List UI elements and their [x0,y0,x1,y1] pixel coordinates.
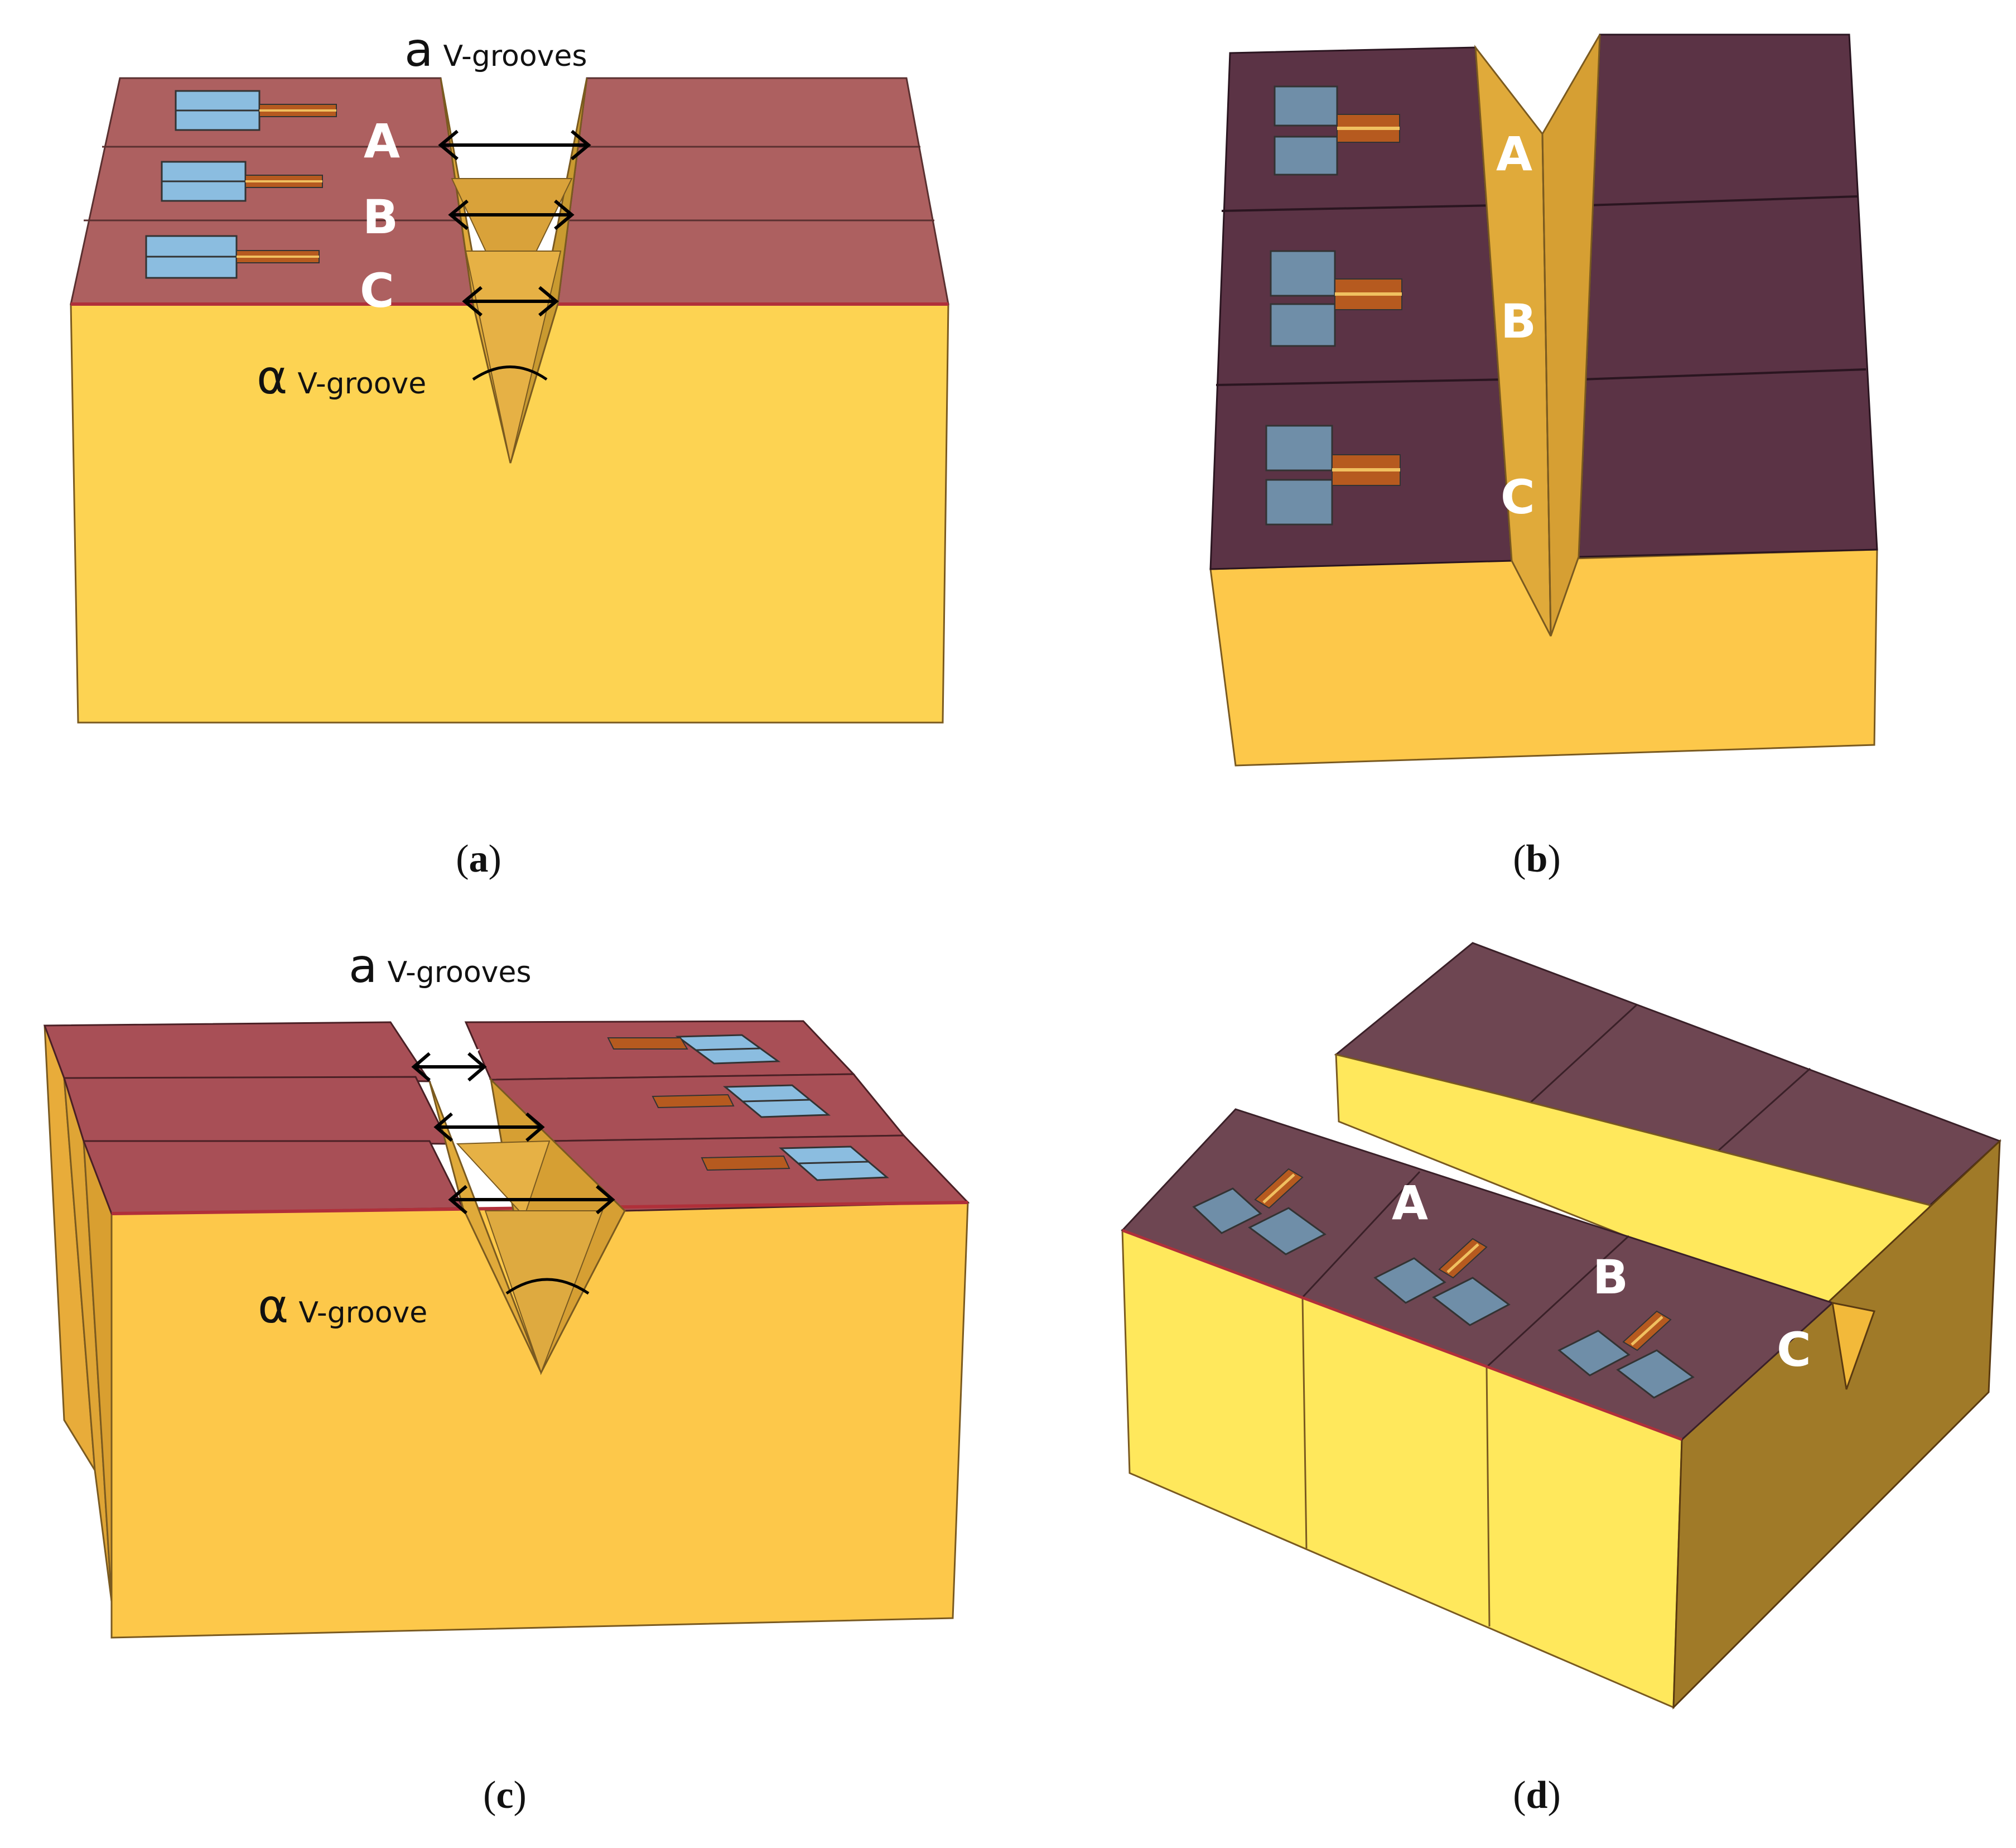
panel-b-top-right [1578,33,1878,558]
panel-d-label-B: B [1593,1250,1628,1305]
panel-d-label-A: A [1392,1176,1428,1230]
panel-d-front-top-divider-2 [1486,1235,1630,1368]
panel-c-groove-opening [424,1049,480,1094]
panel-a-sensor-3 [145,235,320,279]
panel-b-row-line-3 [1586,195,1858,206]
panel-b-sensor-1 [1274,85,1400,176]
panel-b-row-line-1 [1221,204,1496,212]
panel-a-sensor-1 [175,90,337,131]
panel-c-caption: (c) [483,1774,527,1817]
panel-a-label-C: C [360,263,394,318]
panel-d-groove-notch [1831,1302,1875,1390]
panel-b-caption: (b) [1513,838,1561,880]
panel-d-sensor-2 [1373,1238,1511,1326]
panel-d-caption: (d) [1513,1774,1561,1817]
panel-c-groove-deep [484,1210,604,1374]
panel-b: A B C (b) [1209,33,1878,880]
panel-b-sensor-3 [1265,425,1401,526]
panel-c-angle-arc [505,1278,590,1295]
panel-a-label-A: A [364,114,400,169]
panel-a-angle-arc [472,365,548,381]
panel-c-groove-inner [456,1140,551,1217]
panel-c-sensor-3 [701,1146,889,1181]
panel-b-row-line-2 [1216,378,1507,386]
panel-d-sensor-1 [1192,1168,1327,1255]
panel-b-substrate-front [1209,548,1878,767]
panel-c-width-arrows [411,1052,615,1215]
panel-b-row-line-4 [1581,368,1867,381]
panel-c-top-left-2 [62,1076,451,1145]
panel-c-sensor-1 [607,1034,781,1065]
panel-a-caption: (a) [456,838,501,880]
panel-a-groove-inner-1 [451,178,573,306]
panel-d-front-divider-2 [1486,1366,1491,1627]
panel-a-groove-opening [446,84,580,220]
panel-d-edge-strip [1122,1229,1682,1441]
panel-c-top-left-3 [82,1140,465,1215]
panel-c-top-right-1 [464,1020,856,1081]
panel-d-right-side [1672,1139,2001,1710]
panel-d: A B C (d) [1121,942,2001,1817]
panel-d-label-C: C [1777,1322,1811,1377]
panel-b-label-A: A [1496,127,1532,181]
panel-b-sensor-2 [1270,250,1402,347]
panel-d-front-divider-1 [1301,1297,1308,1549]
panel-a-groove-inner-2 [465,251,562,464]
panel-c-top-left-1 [43,1021,431,1082]
panel-b-label-C: C [1501,470,1535,524]
panel-c-groove-left [428,1081,542,1373]
panel-c-sensor-2 [652,1084,831,1118]
panel-d-sensor-3 [1557,1310,1695,1399]
panel-a-width-arrows [438,129,591,317]
panel-a-label-B: B [363,190,398,244]
panel-d-front-top-divider-1 [1301,1171,1421,1298]
panel-a-top-right [557,77,949,305]
panel-c-top-right-2 [489,1073,906,1142]
panel-a-sensor-2 [161,161,323,202]
panel-b-label-B: B [1501,294,1536,349]
panel-b-groove-crease [1541,133,1552,637]
